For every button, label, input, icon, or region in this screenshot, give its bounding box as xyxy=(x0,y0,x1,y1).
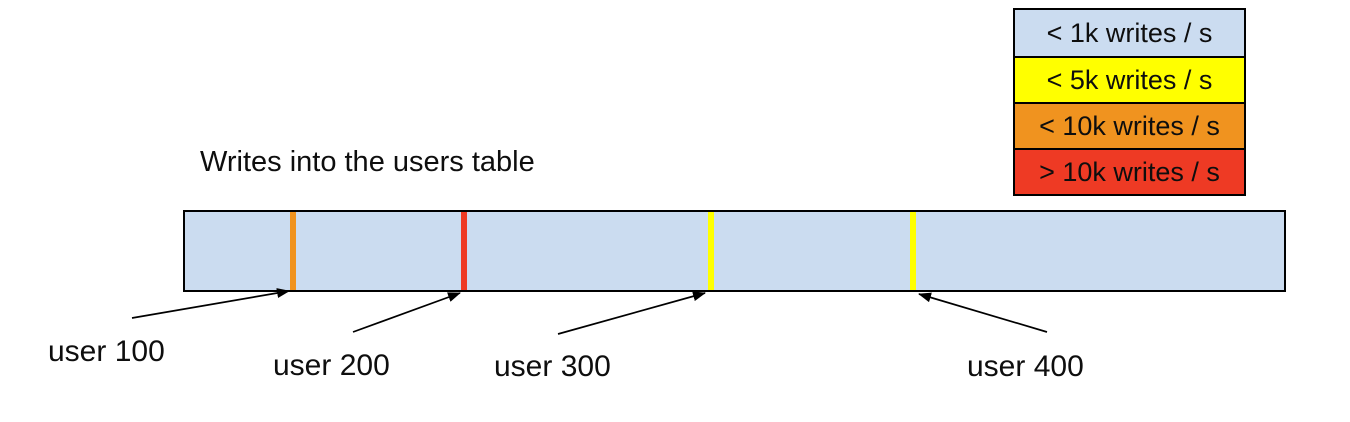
legend-item-lt-1k: < 1k writes / s xyxy=(1015,10,1244,56)
legend-item-lt-10k: < 10k writes / s xyxy=(1015,102,1244,148)
legend: < 1k writes / s < 5k writes / s < 10k wr… xyxy=(1013,8,1246,196)
arrow-user-300 xyxy=(557,291,706,335)
hotspot-marker-user-100 xyxy=(290,212,296,290)
label-user-200: user 200 xyxy=(273,349,390,382)
hotspot-marker-user-300 xyxy=(708,212,714,290)
arrow-user-100 xyxy=(131,288,290,319)
users-table-bar xyxy=(183,210,1286,292)
arrow-user-400 xyxy=(918,292,1048,333)
label-user-300: user 300 xyxy=(494,350,611,383)
diagram-title: Writes into the users table xyxy=(200,146,535,178)
legend-item-gt-10k: > 10k writes / s xyxy=(1015,148,1244,194)
arrow-user-200 xyxy=(352,292,461,333)
label-user-100: user 100 xyxy=(48,335,165,368)
hotspot-marker-user-400 xyxy=(910,212,916,290)
legend-item-lt-5k: < 5k writes / s xyxy=(1015,56,1244,102)
label-user-400: user 400 xyxy=(967,350,1084,383)
hotspot-marker-user-200 xyxy=(461,212,467,290)
